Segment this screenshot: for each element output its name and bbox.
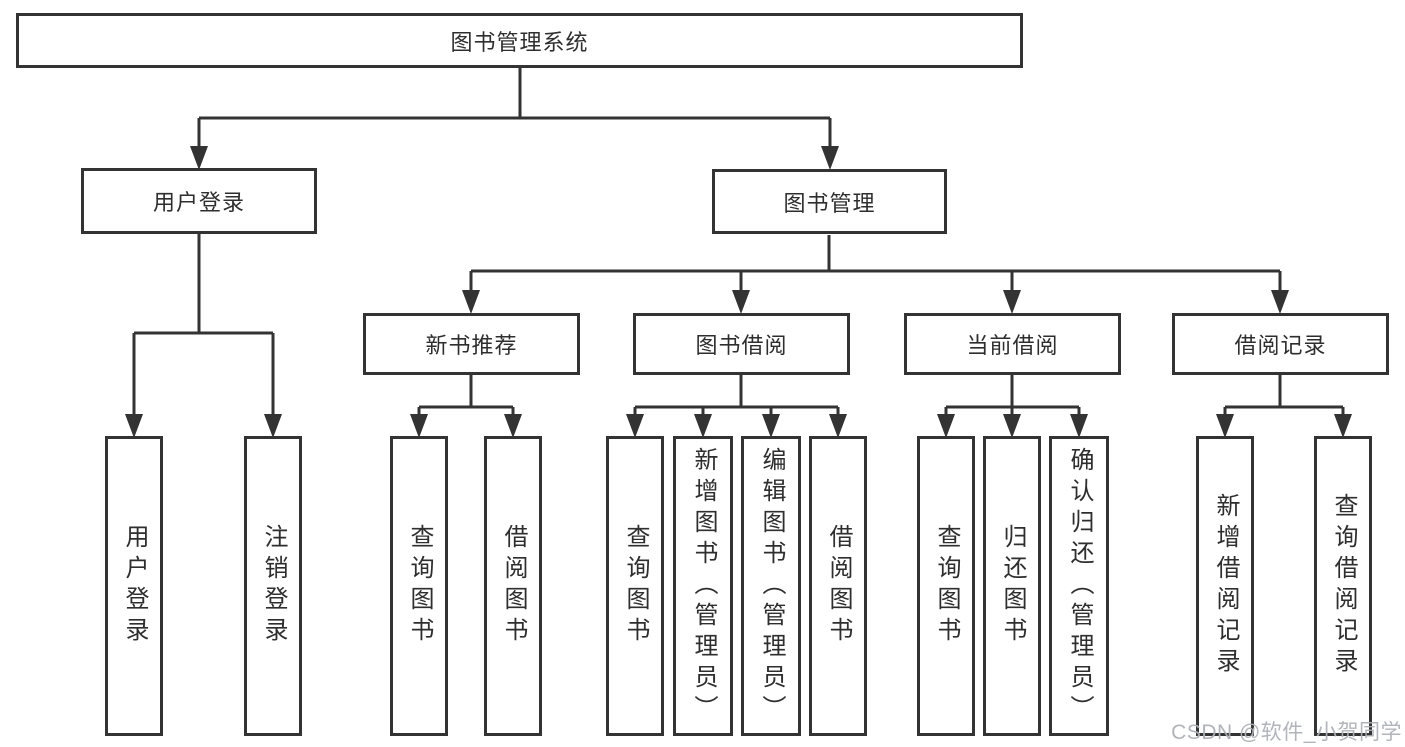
leaf-borrow-books-recommend: 借阅图书 [484, 436, 542, 736]
node-root: 图书管理系统 [16, 13, 1023, 68]
node-book-management-label: 图书管理 [783, 190, 876, 216]
leaf-query-books-recommend: 查询图书 [390, 436, 448, 736]
node-new-book-recommend: 新书推荐 [363, 313, 580, 375]
leaf-add-books-admin: 新增图书（管理员） [673, 436, 733, 736]
leaf-add-borrow-record: 新增借阅记录 [1196, 436, 1254, 736]
node-current-borrow-label: 当前借阅 [966, 333, 1059, 358]
leaf-query-books-current: 查询图书 [917, 436, 975, 736]
csdn-watermark: CSDN @软件_小贺同学 [1171, 721, 1402, 744]
leaf-query-books-borrow: 查询图书 [606, 436, 664, 736]
node-user-login: 用户登录 [81, 168, 317, 234]
leaf-edit-books-admin: 编辑图书（管理员） [741, 436, 801, 736]
node-book-borrow-label: 图书借阅 [695, 333, 788, 358]
leaf-return-books: 归还图书 [983, 436, 1041, 736]
node-book-management: 图书管理 [712, 169, 947, 234]
node-new-book-recommend-label: 新书推荐 [425, 333, 518, 358]
leaf-user-login: 用户登录 [105, 436, 163, 736]
node-current-borrow: 当前借阅 [904, 313, 1121, 375]
leaf-query-borrow-record: 查询借阅记录 [1314, 436, 1372, 736]
leaf-confirm-return-admin: 确认归还（管理员） [1049, 436, 1109, 736]
node-borrow-records: 借阅记录 [1172, 313, 1389, 375]
leaf-borrow-books: 借阅图书 [809, 436, 867, 736]
node-root-label: 图书管理系统 [450, 29, 589, 55]
node-book-borrow: 图书借阅 [633, 313, 850, 375]
node-user-login-label: 用户登录 [152, 190, 245, 215]
node-borrow-records-label: 借阅记录 [1234, 333, 1327, 358]
leaf-logout: 注销登录 [244, 436, 302, 736]
